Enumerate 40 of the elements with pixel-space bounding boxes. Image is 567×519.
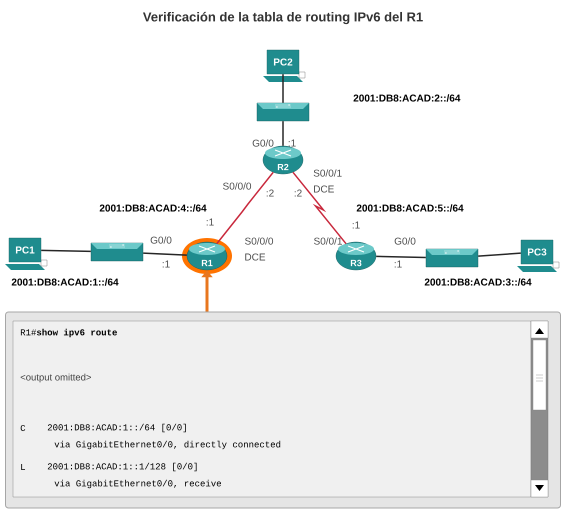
- network-address: 2001:DB8:ACAD:4::/64: [100, 204, 207, 212]
- interface-label: :1: [162, 260, 170, 268]
- console-line: L: [21, 464, 26, 470]
- serial-link: [216, 172, 274, 244]
- interface-label: :1: [394, 260, 402, 268]
- interface-label: :1: [352, 222, 360, 228]
- interface-label: S0/0/0: [245, 237, 274, 245]
- console-line: 2001:DB8:ACAD:1::1/128 [0/0]: [48, 462, 197, 472]
- console-line: via GigabitEthernet0/0, receive: [54, 480, 222, 488]
- serial-link: [292, 172, 347, 244]
- interface-label: DCE: [245, 253, 266, 261]
- interface-label: DCE: [314, 185, 334, 193]
- console-line: via GigabitEthernet0/0, directly connected: [54, 440, 280, 450]
- interface-label: G0/0: [394, 237, 416, 245]
- interface-label: :1: [206, 218, 214, 226]
- console-line: <output omitted>: [20, 374, 92, 382]
- link-line: [282, 121, 284, 146]
- network-address: 2001:DB8:ACAD:3::/64: [424, 278, 532, 286]
- title: Verificación de la tabla de routing IPv6 del R1: [142, 12, 423, 24]
- console-line: 2001:DB8:ACAD:1::/64 [0/0]: [48, 424, 186, 432]
- interface-label: S0/0/0: [223, 182, 252, 190]
- interface-label: :2: [294, 190, 302, 196]
- network-address: 2001:DB8:ACAD:1::/64: [12, 278, 119, 286]
- switch-icon: [256, 102, 310, 122]
- switch-icon: [90, 242, 144, 262]
- interface-label: G0/0: [150, 236, 172, 244]
- interface-label: G0/0: [252, 139, 274, 147]
- link-line: [282, 74, 284, 103]
- network-address: 2001:DB8:ACAD:2::/64: [354, 94, 460, 102]
- interface-label: :1: [288, 140, 296, 146]
- switch-icon: [426, 248, 478, 268]
- link-line: [376, 256, 426, 258]
- network-address: 2001:DB8:ACAD:5::/64: [356, 204, 464, 212]
- interface-label: :2: [266, 190, 274, 196]
- link-line: [143, 252, 187, 256]
- link-line: [478, 252, 521, 257]
- console-line: C: [20, 424, 26, 432]
- console-line: R1#show ipv6 route: [20, 328, 117, 338]
- interface-label: S0/0/1: [314, 169, 342, 177]
- link-line: [41, 250, 91, 252]
